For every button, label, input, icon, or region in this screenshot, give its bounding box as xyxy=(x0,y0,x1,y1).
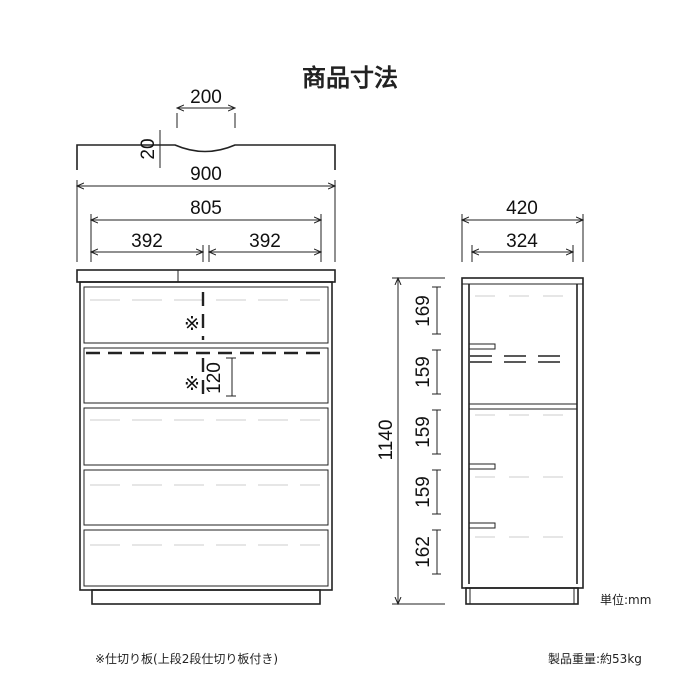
drawer-height-5: 162 xyxy=(413,536,434,568)
weight-label: 製品重量:約53kg xyxy=(548,651,642,666)
page-title: 商品寸法 xyxy=(302,63,398,92)
drawer-height-2: 159 xyxy=(413,356,434,388)
front-view-chest: ※ ※ 120 xyxy=(76,269,336,605)
drawer-height-4: 159 xyxy=(413,476,434,508)
total-height-label: 1140 xyxy=(376,420,397,461)
total-depth-label: 420 xyxy=(506,198,538,219)
notch-depth-label: 20 xyxy=(138,138,159,159)
top-profile xyxy=(76,144,336,170)
inner-depth-label: 324 xyxy=(506,231,538,252)
left-half-label: 392 xyxy=(131,231,163,252)
drawer-height-3: 159 xyxy=(413,416,434,448)
right-half-label: 392 xyxy=(249,231,281,252)
shelf-footnote: ※仕切り板(上段2段仕切り板付き) xyxy=(95,651,278,666)
front-dimensions: 200 20 900 805 392 392 xyxy=(77,87,335,262)
shelf-mark-lower: ※ xyxy=(184,374,200,395)
side-view-chest xyxy=(461,277,584,605)
shelf-mark-upper: ※ xyxy=(184,314,200,335)
total-width-label: 900 xyxy=(190,164,222,185)
notch-width-label: 200 xyxy=(190,87,222,108)
shelf-height-label: 120 xyxy=(204,362,225,394)
inner-width-label: 805 xyxy=(190,198,222,219)
drawer-height-1: 169 xyxy=(413,295,434,327)
side-dimensions: 420 324 1140 169 159 159 159 162 xyxy=(376,198,583,604)
unit-label: 単位:mm xyxy=(600,592,651,607)
